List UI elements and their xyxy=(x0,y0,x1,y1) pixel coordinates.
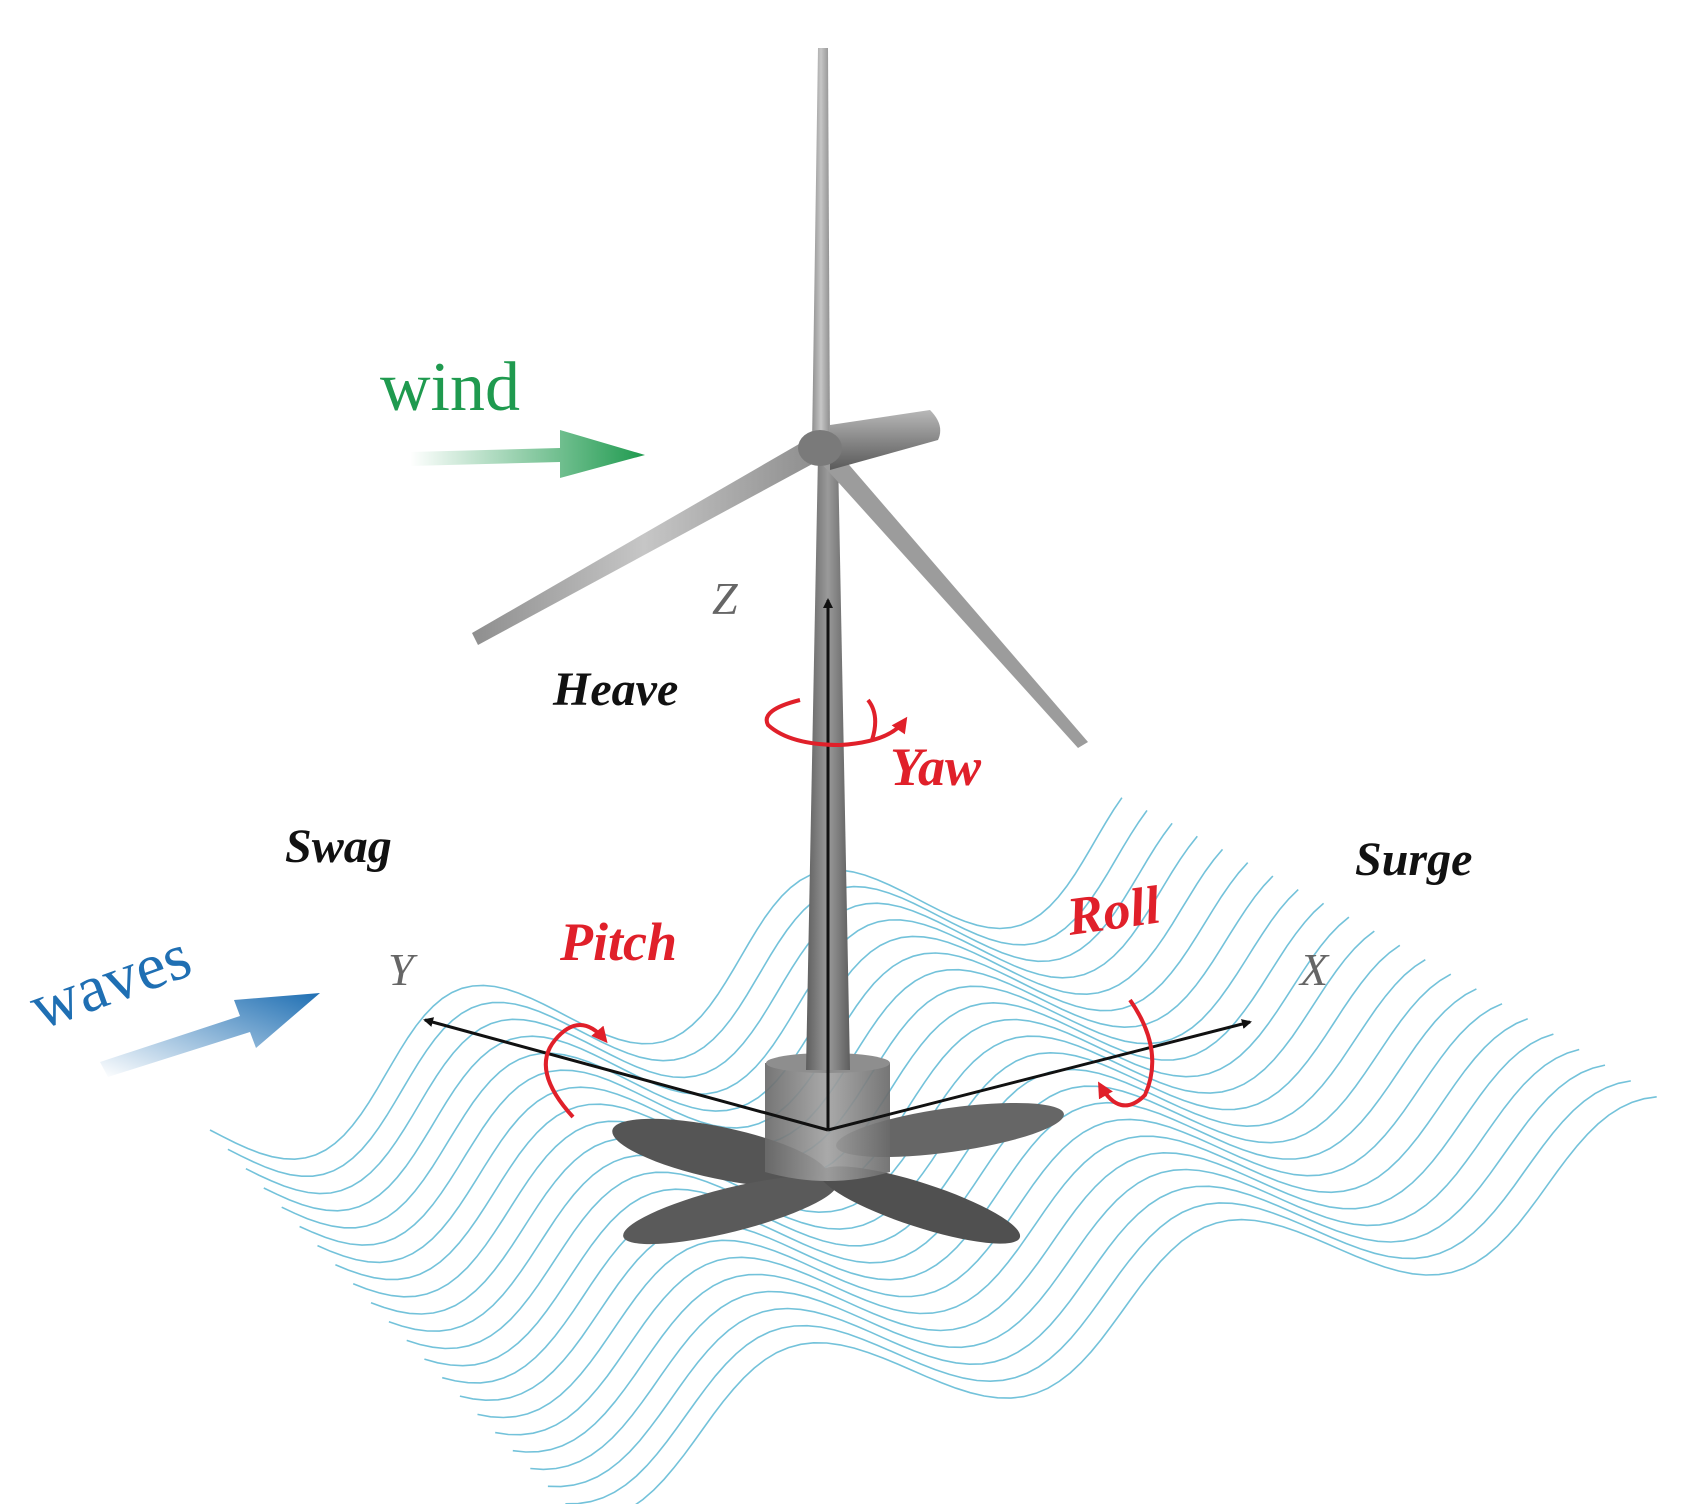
surge-label: Surge xyxy=(1355,833,1472,886)
heave-label: Heave xyxy=(552,663,678,716)
wave-line xyxy=(530,1048,1580,1471)
wave-line xyxy=(388,930,1375,1332)
y-axis-label: Y xyxy=(388,944,418,995)
wind-arrow xyxy=(410,430,645,478)
y-axis-arrow xyxy=(423,1017,829,1132)
x-axis-label: X xyxy=(1298,944,1330,995)
blade-up xyxy=(812,48,830,445)
wave-line xyxy=(263,835,1198,1212)
wave-line xyxy=(635,1096,1657,1504)
pitch-label: Pitch xyxy=(559,912,677,972)
swag-label: Swag xyxy=(285,820,392,873)
roll-arrow xyxy=(1098,998,1155,1108)
waves-arrow xyxy=(100,993,320,1077)
wave-line xyxy=(245,822,1173,1195)
yaw-label: Yaw xyxy=(890,737,982,797)
wave-line xyxy=(227,809,1148,1177)
nacelle xyxy=(830,410,941,470)
yaw-arrow xyxy=(764,698,905,748)
axes xyxy=(423,598,1252,1132)
x-axis-arrow xyxy=(827,1019,1252,1132)
blade-right xyxy=(820,452,1088,748)
blade-left xyxy=(472,440,816,645)
wave-line xyxy=(209,797,1123,1161)
rotor xyxy=(472,48,1088,748)
floating-platform xyxy=(612,1053,1064,1245)
roll-label: Roll xyxy=(1062,875,1163,948)
wind-label: wind xyxy=(380,349,520,426)
pontoon-front-right xyxy=(819,1166,1021,1244)
waves-label: waves xyxy=(20,919,200,1044)
wave-line xyxy=(442,973,1452,1384)
wave-line xyxy=(565,1080,1631,1504)
hub xyxy=(798,430,842,466)
z-axis-label: Z xyxy=(712,573,738,624)
wave-line xyxy=(512,1033,1554,1453)
wave-line xyxy=(547,1064,1606,1488)
wave-line xyxy=(495,1018,1529,1436)
pitch-arrow xyxy=(543,1023,608,1119)
pontoon-front-left xyxy=(623,1175,837,1245)
rotation-arrows xyxy=(543,698,1155,1119)
pontoon-right xyxy=(836,1102,1064,1158)
